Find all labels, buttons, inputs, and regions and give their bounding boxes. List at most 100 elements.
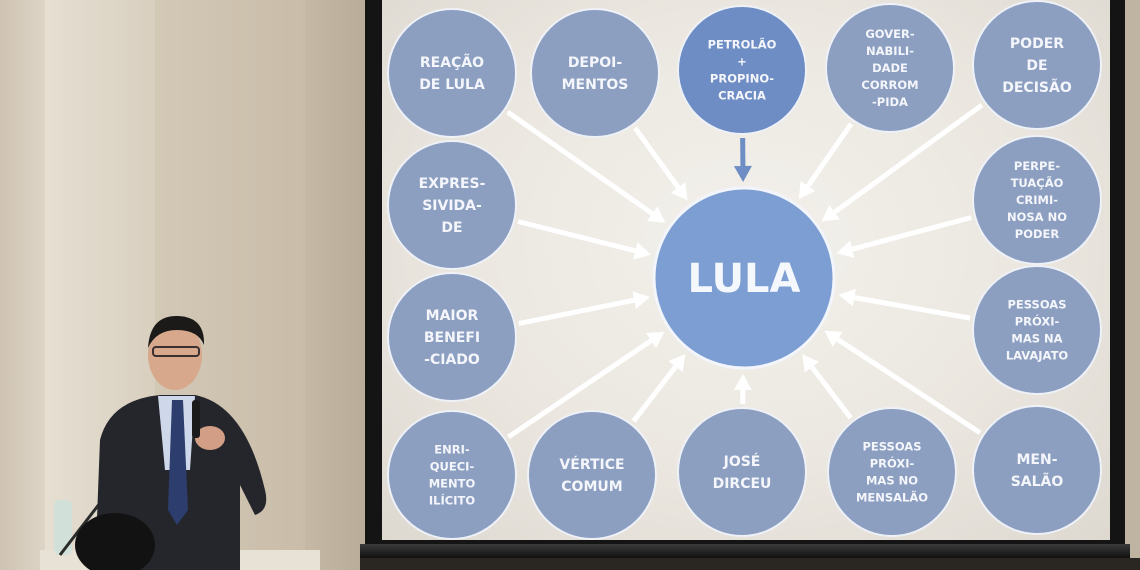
arrow-head-mensalao	[824, 330, 843, 347]
arrow-depoimentos	[632, 126, 681, 189]
screen-bottom-bar	[360, 544, 1130, 558]
arrow-head-perpetuacao-criminosa	[836, 240, 855, 258]
node-label-line: VÉRTICE	[559, 456, 624, 473]
node-circle	[387, 410, 517, 540]
arrow-head-pessoas-proximas-lavajato	[838, 288, 856, 307]
hand-with-microphone	[195, 426, 225, 450]
node-label-line: MEN-	[1016, 452, 1057, 468]
arrow-head-reacao-de-lula	[647, 206, 666, 223]
center-circle	[652, 186, 836, 370]
node-label-line: -CIADO	[424, 352, 480, 368]
arrow-pessoas-proximas-lavajato	[853, 295, 971, 321]
arrow-maior-beneficiado	[518, 297, 635, 326]
arrow-head-jose-dirceu	[733, 373, 752, 391]
arrow-governabilidade-corrompida	[805, 122, 854, 188]
node-circle	[972, 0, 1102, 130]
node-label-line: PETROLÃO	[708, 37, 777, 52]
center-node: LULA	[652, 186, 836, 370]
node-depoimentos: DEPOI- MENTOS	[530, 8, 660, 138]
arrow-head-governabilidade-corrompida	[798, 180, 816, 200]
node-label-line: EXPRES-	[419, 176, 486, 192]
arrow-head-poder-de-decisao	[821, 204, 840, 222]
arrow-enriquecimento-ilicito	[506, 338, 653, 440]
arrow-head-vertice-comum	[668, 354, 686, 373]
arrow-head-maior-beneficiado	[632, 291, 650, 310]
node-label-line: CRACIA	[718, 89, 766, 103]
node-pessoas-proximas-lavajato: PESSOAS PRÓXI- MAS NA LAVAJATO	[972, 265, 1102, 395]
node-circle	[387, 272, 517, 402]
speaker-figure	[40, 315, 320, 570]
node-label-line: PERPE-	[1014, 159, 1060, 173]
arrow-perpetuacao-criminosa	[851, 215, 972, 252]
node-label-line: DE	[1026, 58, 1047, 74]
node-label-line: CORROM	[861, 78, 918, 92]
node-label-line: MENTOS	[562, 77, 629, 93]
tie	[168, 400, 188, 525]
arrow-head-pessoas-proximas-mensalao	[802, 354, 820, 373]
arrow-head-depoimentos	[670, 182, 688, 201]
node-circle	[387, 140, 517, 270]
node-label-line: PODER	[1010, 36, 1064, 52]
node-label-line: DADE	[872, 61, 908, 75]
arrow-vertice-comum	[631, 365, 678, 423]
center-label: LULA	[688, 256, 801, 302]
node-label-line: BENEFI	[424, 330, 480, 346]
node-label-line: NOSA NO	[1007, 210, 1067, 224]
node-label-line: DEPOI-	[568, 55, 623, 71]
arrow-mensalao	[836, 337, 982, 435]
node-label-line: +	[737, 55, 747, 69]
node-label-line: ENRI-	[434, 443, 470, 457]
node-circle	[972, 135, 1102, 265]
node-label-line: PRÓXI-	[1015, 314, 1060, 329]
node-label-line: TUAÇÃO	[1011, 175, 1064, 190]
node-jose-dirceu: JOSÉ DIRCEU	[677, 407, 807, 537]
node-petrolao-propinocracia: PETROLÃO + PROPINO- CRACIA	[677, 5, 807, 135]
node-label-line: PODER	[1015, 227, 1060, 241]
node-expressividade: EXPRES- SIVIDA- DE	[387, 140, 517, 270]
node-label-line: DE LULA	[419, 77, 485, 93]
node-circle	[387, 8, 517, 138]
node-label-line: JOSÉ	[723, 453, 761, 470]
node-circle	[677, 5, 807, 135]
node-perpetuacao-criminosa: PERPE- TUAÇÃO CRIMI- NOSA NO PODER	[972, 135, 1102, 265]
hair	[148, 315, 205, 348]
arrow-head-petrolao-propinocracia	[733, 165, 752, 183]
audience-head	[75, 513, 155, 570]
wall-panel	[305, 0, 365, 570]
node-label-line: SIVIDA-	[422, 198, 482, 214]
node-circle	[530, 8, 660, 138]
node-label-line: SALÃO	[1011, 473, 1064, 490]
screen-base	[360, 558, 1140, 570]
node-label-line: DE	[441, 220, 462, 236]
node-label-line: MAS NO	[866, 474, 918, 488]
node-label-line: CRIMI-	[1016, 193, 1058, 207]
node-label-line: DIRCEU	[713, 476, 772, 492]
arrow-reacao-de-lula	[506, 110, 654, 216]
node-label-line: ILÍCITO	[429, 493, 475, 508]
arrow-pessoas-proximas-mensalao	[809, 365, 853, 420]
node-circle	[972, 265, 1102, 395]
node-circle	[677, 407, 807, 537]
node-label-line: QUECI-	[430, 460, 475, 474]
node-label-line: MAS NA	[1011, 332, 1062, 346]
node-label-line: PROPINO-	[710, 72, 774, 86]
arrow-expressividade	[517, 219, 636, 254]
node-label-line: PESSOAS	[1008, 298, 1067, 312]
node-circle	[827, 407, 957, 537]
arrow-poder-de-decisao	[833, 102, 984, 215]
arrow-head-expressividade	[633, 242, 651, 260]
node-label-line: LAVAJATO	[1006, 349, 1069, 363]
glasses	[152, 346, 200, 357]
node-label-line: PESSOAS	[863, 440, 922, 454]
node-circle	[825, 3, 955, 133]
arrow-head-enriquecimento-ilicito	[646, 331, 665, 349]
